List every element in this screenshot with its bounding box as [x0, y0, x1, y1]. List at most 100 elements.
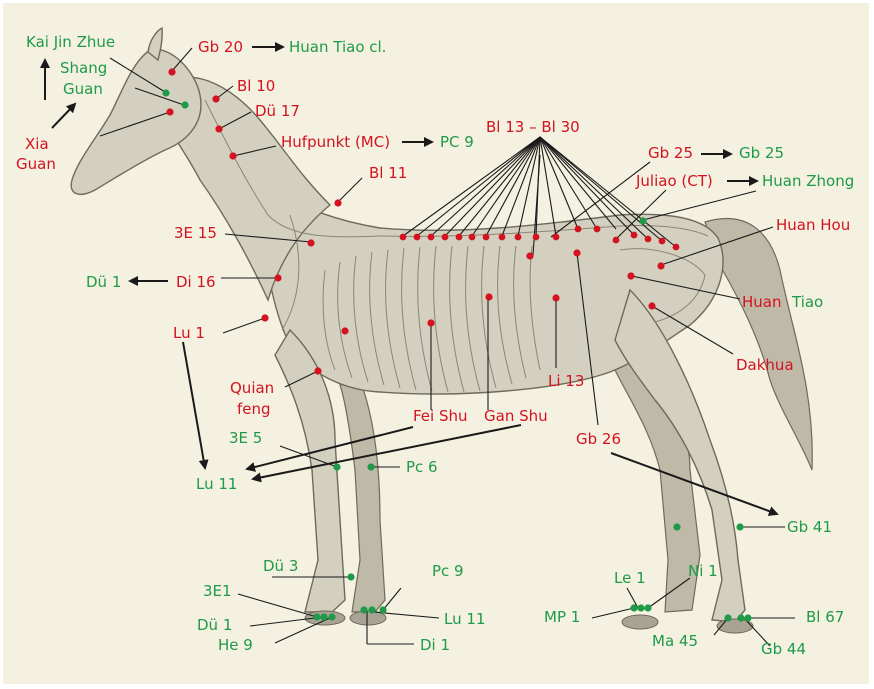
point-bl-row: [533, 234, 540, 241]
label-gb26: Gb 26: [576, 430, 621, 448]
label-bl67: Bl 67: [806, 608, 844, 626]
label-ni1: Ni 1: [688, 562, 718, 580]
point-shang-guan: [181, 101, 188, 108]
point-li13: [552, 294, 559, 301]
point-di1: [360, 606, 367, 613]
label-3e1: 3E1: [203, 582, 232, 600]
point-bl-row: [553, 234, 560, 241]
point-lu11: [368, 606, 375, 613]
point-quian-feng: [314, 367, 321, 374]
label-bl10: Bl 10: [237, 77, 275, 95]
point-gb20: [168, 68, 175, 75]
point-du3: [347, 573, 354, 580]
label-huan-zhong: Huan Zhong: [762, 172, 854, 190]
point-3e1: [313, 613, 320, 620]
label-lu11-bottom: Lu 11: [444, 610, 485, 628]
point-3e15: [307, 239, 314, 246]
point-bl-row: [414, 234, 421, 241]
label-li13: Li 13: [548, 372, 584, 390]
label-du1-bottom: Dü 1: [197, 616, 232, 634]
label-pc6: Pc 6: [406, 458, 438, 476]
arrow-lu1-to-lu11: [183, 342, 205, 468]
point-du17: [215, 125, 222, 132]
label-quian-feng-line1: Quian: [230, 379, 274, 397]
point-ni1: [644, 604, 651, 611]
point-gb26: [573, 249, 580, 256]
point-bl-row: [456, 234, 463, 241]
label-xia-guan-line1: Xia: [25, 135, 49, 153]
point-di16: [274, 274, 281, 281]
point-bl-row: [442, 234, 449, 241]
point-bl-row: [645, 236, 652, 243]
label-3e15: 3E 15: [174, 224, 217, 242]
point-gan-shu: [485, 293, 492, 300]
point-gb41: [736, 523, 743, 530]
point-huan-hou: [657, 262, 664, 269]
point-bl-row: [428, 234, 435, 241]
point-3e5: [333, 463, 340, 470]
label-du3: Dü 3: [263, 557, 298, 575]
label-dakhua: Dakhua: [736, 356, 794, 374]
point-bl11: [334, 199, 341, 206]
point-huan-tiao: [627, 272, 634, 279]
point-bl-row: [631, 232, 638, 239]
label-di1: Di 1: [420, 636, 450, 654]
point-hufpunkt: [229, 152, 236, 159]
point-lu1: [261, 314, 268, 321]
label-di16: Di 16: [176, 273, 216, 291]
label-gan-shu: Gan Shu: [484, 407, 548, 425]
label-pc9-bottom: Pc 9: [432, 562, 464, 580]
point-bl-row: [499, 234, 506, 241]
label-huan-tiao-word1: Huan: [742, 293, 782, 311]
point-pc6: [367, 463, 374, 470]
label-gb25: Gb 25: [648, 144, 693, 162]
label-du17: Dü 17: [255, 102, 300, 120]
point-du1: [320, 613, 327, 620]
label-gb20: Gb 20: [198, 38, 243, 56]
point-bl-row: [659, 238, 666, 245]
point-bl10: [212, 95, 219, 102]
point-bl-row: [469, 234, 476, 241]
point-bl-row: [613, 237, 620, 244]
point-bl-row: [400, 234, 407, 241]
point-dakhua: [648, 302, 655, 309]
label-shang-guan-line1: Shang: [60, 59, 107, 77]
label-xia-guan-line2: Guan: [16, 155, 56, 173]
point-hind-near: [673, 523, 680, 530]
point-bl-row: [515, 234, 522, 241]
arrow-xia-guan-diagonal: [52, 104, 75, 128]
label-bl11: Bl 11: [369, 164, 407, 182]
point-le1: [637, 604, 644, 611]
label-pc9-top: PC 9: [440, 133, 474, 151]
label-3e5: 3E 5: [229, 429, 262, 447]
point-bl-row: [575, 226, 582, 233]
label-lu1: Lu 1: [173, 324, 205, 342]
label-huan-tiao-word2: Tiao: [791, 293, 823, 311]
point-mp1: [630, 604, 637, 611]
point-gb25: [526, 252, 533, 259]
label-ma45: Ma 45: [652, 632, 698, 650]
label-le1: Le 1: [614, 569, 646, 587]
label-he9: He 9: [218, 636, 253, 654]
point-ma45: [724, 614, 731, 621]
point-huan-zhong: [639, 217, 646, 224]
point-bl-row: [594, 226, 601, 233]
label-du1-left: Dü 1: [86, 273, 121, 291]
point-kai-jin-zhue: [162, 89, 169, 96]
label-huan-hou: Huan Hou: [776, 216, 850, 234]
label-huan-tiao-cl: Huan Tiao cl.: [289, 38, 386, 56]
label-gb25-target: Gb 25: [739, 144, 784, 162]
point-rib-a: [341, 327, 348, 334]
point-fei-shu: [427, 319, 434, 326]
label-mp1: MP 1: [544, 608, 580, 626]
label-lu11-left: Lu 11: [196, 475, 237, 493]
label-hufpunkt: Hufpunkt (MC): [281, 133, 390, 151]
label-kai-jin-zhue: Kai Jin Zhue: [26, 33, 115, 51]
label-quian-feng-line2: feng: [237, 400, 271, 418]
point-bl67: [744, 614, 751, 621]
point-gb44: [737, 614, 744, 621]
point-bl-row: [673, 244, 680, 251]
label-fei-shu: Fei Shu: [413, 407, 468, 425]
